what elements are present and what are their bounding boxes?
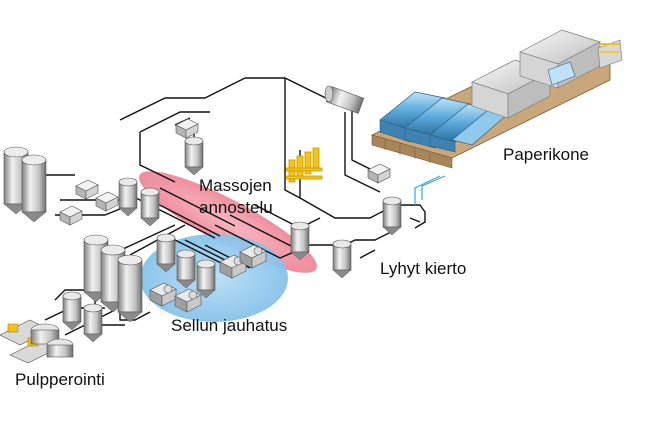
label-stock-dosing-line1: Massojen xyxy=(199,176,272,195)
label-pulp-refining: Sellun jauhatus xyxy=(171,316,288,335)
label-short-circulation: Lyhyt kierto xyxy=(380,259,467,278)
label-paper-machine: Paperikone xyxy=(503,145,590,164)
horizontal-silo xyxy=(324,85,365,114)
water-line xyxy=(414,175,446,205)
tall-storage-tanks-left xyxy=(3,146,47,223)
label-pulping: Pulpperointi xyxy=(15,370,105,389)
pulper-feed xyxy=(0,319,74,364)
paper-machine xyxy=(370,29,623,169)
label-stock-dosing-line2: annostelu xyxy=(199,198,273,217)
yellow-rack xyxy=(285,147,323,183)
